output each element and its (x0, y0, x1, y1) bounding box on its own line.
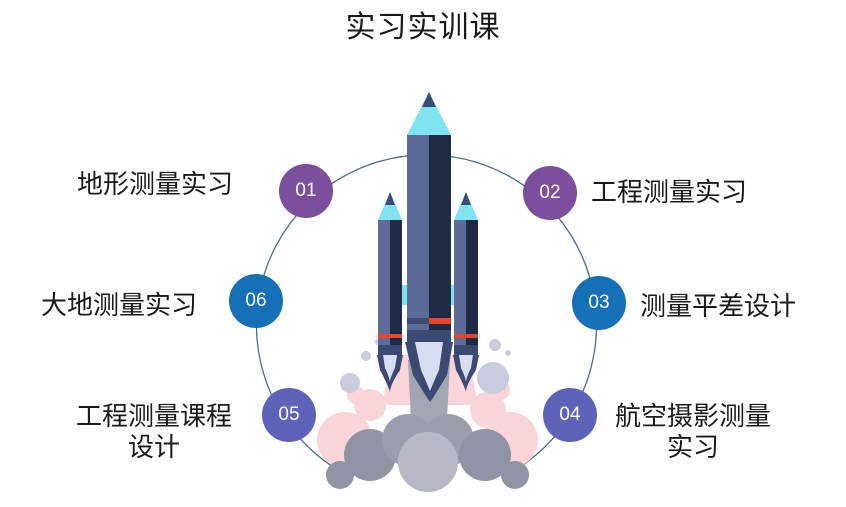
item-04-label-line2: 实习 (666, 433, 719, 464)
page-title: 实习实训课 (345, 10, 501, 45)
item-05-label-line2: 设计 (127, 433, 180, 464)
item-03-label: 测量平差设计 (640, 292, 797, 322)
item-05-label-line1: 工程测量课程 (75, 402, 232, 432)
item-05-badge: 05 (262, 388, 316, 442)
item-03-badge: 03 (572, 276, 626, 330)
main-rocket (405, 92, 453, 402)
item-02-badge: 02 (523, 166, 577, 220)
item-06-label: 大地测量实习 (41, 291, 198, 321)
item-04-label: 航空摄影测量 实习 (608, 402, 778, 464)
left-booster (377, 192, 403, 392)
item-02-label: 工程测量实习 (591, 178, 748, 208)
item-06-badge: 06 (229, 274, 283, 328)
item-01-badge: 01 (279, 164, 333, 218)
right-booster (453, 192, 479, 392)
item-01-label: 地形测量实习 (77, 170, 234, 200)
item-04-label-line1: 航空摄影测量 (614, 402, 771, 432)
item-04-badge: 04 (543, 388, 597, 442)
item-05-label: 工程测量课程 设计 (69, 402, 239, 464)
